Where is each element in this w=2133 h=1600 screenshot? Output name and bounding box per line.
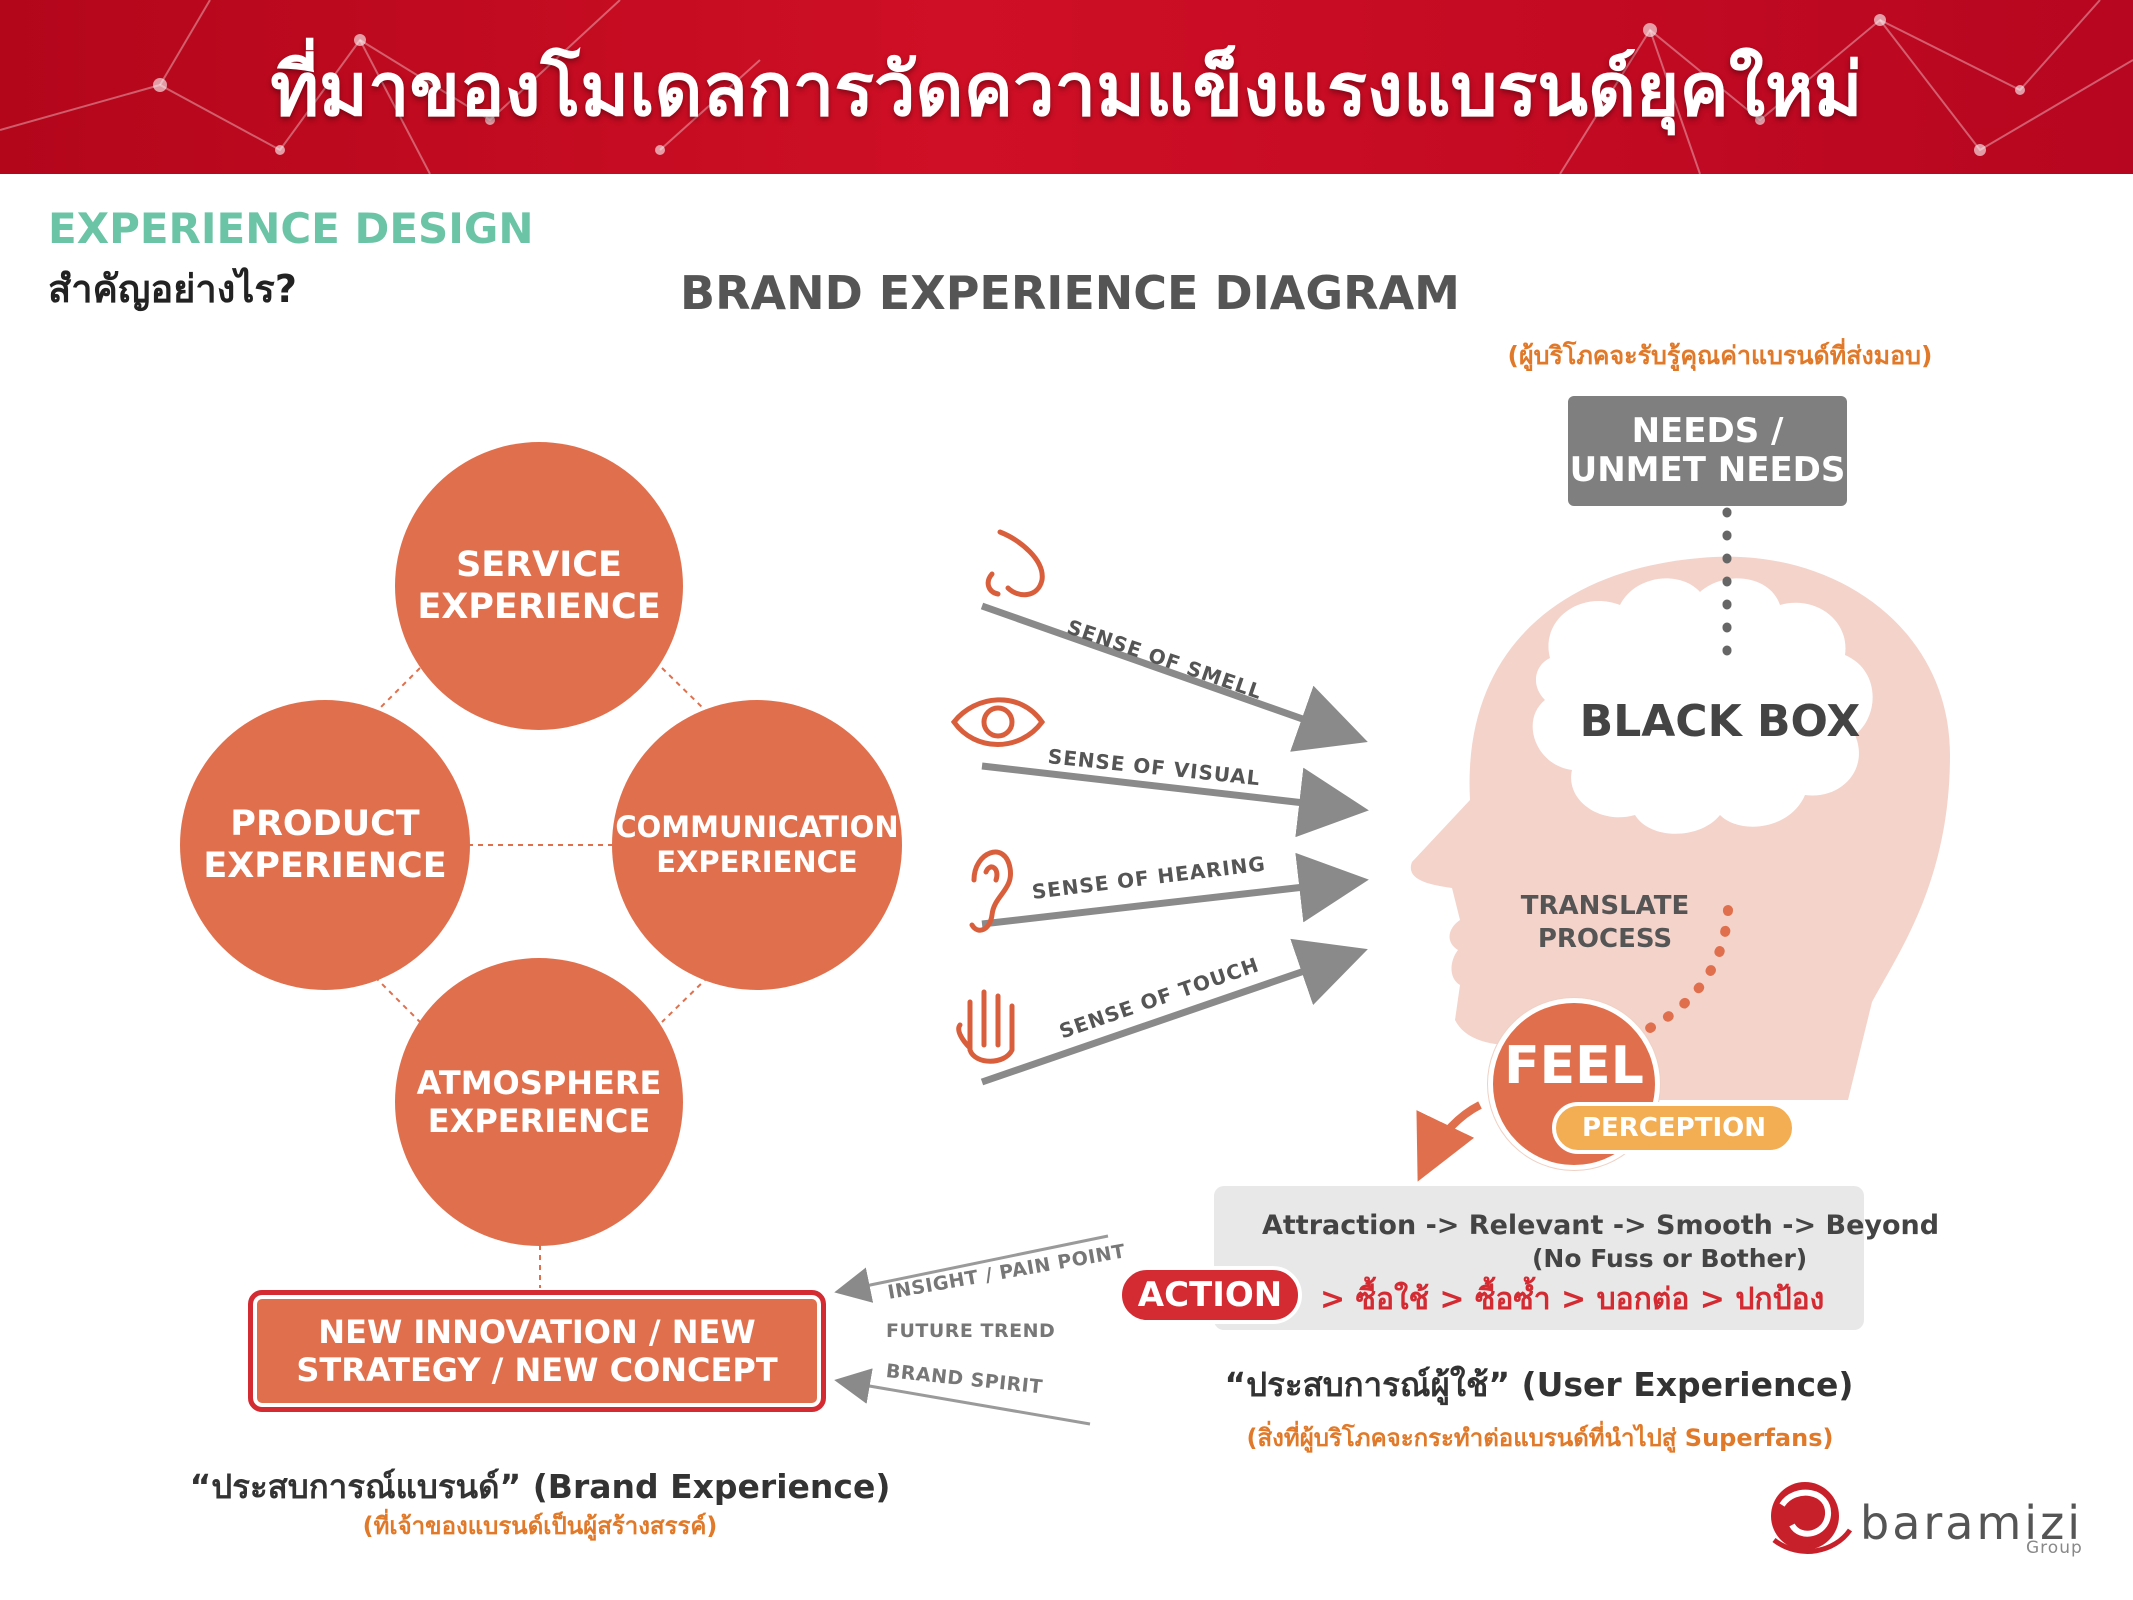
circle-label: COMMUNICATION EXPERIENCE bbox=[615, 810, 899, 879]
header-banner: ที่มาของโมเดลการวัดความแข็งแรงแบรนด์ยุคใ… bbox=[0, 0, 2133, 174]
arrow-visual bbox=[981, 762, 1369, 838]
user-experience-box bbox=[1214, 1186, 1864, 1330]
needs-box: NEEDS / UNMET NEEDS bbox=[1568, 396, 1847, 506]
connector-line bbox=[374, 976, 421, 1023]
connector-line bbox=[661, 976, 709, 1023]
connector-line bbox=[661, 667, 709, 714]
communication-experience-circle: COMMUNICATION EXPERIENCE bbox=[612, 700, 902, 990]
ux-journey-line: Attraction -> Relevant -> Smooth -> Beyo… bbox=[1262, 1210, 1940, 1241]
ux-journey-note: (No Fuss or Bother) bbox=[1532, 1244, 1808, 1273]
connector-line bbox=[374, 667, 421, 714]
user-experience-subtitle: (สิ่งที่ผู้บริโภคจะกระทำต่อแบรนด์ที่นำไป… bbox=[1246, 1424, 1834, 1452]
logo-wordmark: baramizi bbox=[1860, 1496, 2084, 1550]
diagram-title: BRAND EXPERIENCE DIAGRAM bbox=[680, 266, 1460, 320]
circle-label: PRODUCT EXPERIENCE bbox=[203, 804, 447, 886]
action-badge: ACTION bbox=[1118, 1266, 1302, 1324]
atmosphere-experience-circle: ATMOSPHERE EXPERIENCE bbox=[395, 958, 683, 1246]
network-pattern-decoration bbox=[0, 0, 2133, 174]
consumer-note: (ผู้บริโภคจะรับรู้คุณค่าแบรนด์ที่ส่งมอบ) bbox=[1507, 341, 1933, 370]
logo-subtext: Group bbox=[2026, 1538, 2083, 1558]
user-experience-title: “ประสบการณ์ผู้ใช้” (User Experience) bbox=[1224, 1365, 1854, 1404]
circle-label: SERVICE EXPERIENCE bbox=[417, 545, 661, 627]
circle-label: ATMOSPHERE EXPERIENCE bbox=[416, 1063, 662, 1140]
brand-experience-subtitle: (ที่เจ้าของแบรนด์เป็นผู้สร้างสรรค์) bbox=[362, 1512, 718, 1540]
translate-connector bbox=[1645, 905, 1733, 1033]
brain-cloud bbox=[1532, 578, 1873, 834]
nose-icon bbox=[985, 529, 1045, 598]
experience-design-subheading: สำคัญอย่างไร? bbox=[48, 267, 297, 311]
brand-experience-title: “ประสบการณ์แบรนด์” (Brand Experience) bbox=[189, 1467, 891, 1506]
future-trend-label: FUTURE TREND bbox=[886, 1320, 1056, 1342]
new-innovation-box: NEW INNOVATION / NEW STRATEGY / NEW CONC… bbox=[248, 1290, 826, 1412]
ear-icon bbox=[969, 849, 1013, 933]
feel-label: FEEL bbox=[1504, 1036, 1644, 1096]
product-experience-circle: PRODUCT EXPERIENCE bbox=[180, 700, 470, 990]
hand-icon bbox=[956, 989, 1015, 1064]
translate-process-label: TRANSLATE PROCESS bbox=[1520, 891, 1690, 954]
arrow-smell bbox=[980, 602, 1368, 752]
experience-design-heading: EXPERIENCE DESIGN bbox=[48, 204, 534, 253]
arrow-feedback-upper bbox=[834, 1234, 1109, 1303]
arrow-feel-to-action bbox=[1416, 1101, 1482, 1182]
black-box-label: BLACK BOX bbox=[1579, 696, 1861, 747]
eye-icon bbox=[950, 697, 1046, 747]
arrow-feedback-lower bbox=[834, 1368, 1091, 1426]
arrow-touch bbox=[980, 938, 1368, 1086]
perception-badge: PERCEPTION bbox=[1552, 1102, 1796, 1154]
service-experience-circle: SERVICE EXPERIENCE bbox=[395, 442, 683, 730]
action-steps: > ซื้อใช้ > ซื้อซ้ำ > บอกต่อ > ปกป้อง bbox=[1320, 1282, 1825, 1317]
arrow-hearing bbox=[981, 852, 1369, 928]
page-title: ที่มาของโมเดลการวัดความแข็งแรงแบรนด์ยุคใ… bbox=[270, 47, 1863, 133]
baramizi-logo-mark bbox=[1771, 1482, 1853, 1554]
